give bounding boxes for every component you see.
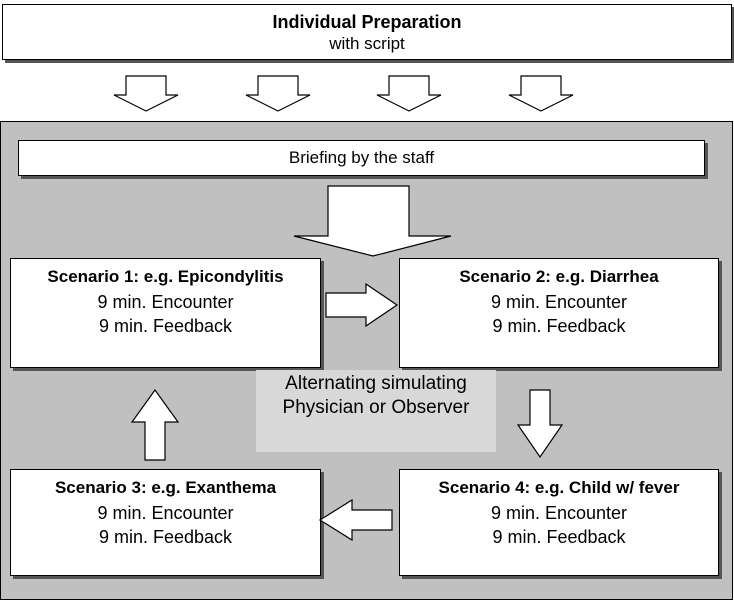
down-arrow-icon <box>508 75 574 112</box>
preparation-title: Individual Preparation <box>272 12 462 32</box>
down-arrow-icon <box>245 75 311 112</box>
scenario-4-encounter: 9 min. Encounter <box>490 503 628 523</box>
scenario-3-encounter: 9 min. Encounter <box>97 503 234 523</box>
up-arrow-icon <box>130 388 180 461</box>
left-arrow-icon <box>318 498 393 542</box>
scenario-1-box: Scenario 1: e.g. Epicondylitis 9 min. En… <box>10 258 321 368</box>
alternating-roles-note: Alternating simulating Physician or Obse… <box>256 370 496 452</box>
down-arrow-icon <box>113 75 179 112</box>
scenario-2-box: Scenario 2: e.g. Diarrhea 9 min. Encount… <box>399 258 719 368</box>
scenario-3-box: Scenario 3: e.g. Exanthema 9 min. Encoun… <box>10 469 321 576</box>
preparation-subtitle: with script <box>329 34 405 53</box>
scenario-4-feedback: 9 min. Feedback <box>492 527 626 547</box>
right-arrow-icon <box>325 282 399 328</box>
down-arrow-icon <box>376 75 442 112</box>
briefing-box: Briefing by the staff <box>18 140 705 176</box>
scenario-4-title: Scenario 4: e.g. Child w/ fever <box>438 478 680 497</box>
down-arrow-icon <box>516 389 564 459</box>
scenario-3-feedback: 9 min. Feedback <box>98 527 233 547</box>
scenario-1-encounter: 9 min. Encounter <box>97 292 234 312</box>
scenario-2-feedback: 9 min. Feedback <box>492 316 626 336</box>
scenario-4-box: Scenario 4: e.g. Child w/ fever 9 min. E… <box>399 469 719 576</box>
scenario-2-encounter: 9 min. Encounter <box>490 292 628 312</box>
briefing-down-arrow-icon <box>293 185 452 257</box>
alternating-note-line-1: Alternating simulating <box>285 373 467 394</box>
scenario-1-feedback: 9 min. Feedback <box>98 316 233 336</box>
individual-preparation-box: Individual Preparation with script <box>2 4 732 60</box>
scenario-1-title: Scenario 1: e.g. Epicondylitis <box>47 267 284 286</box>
scenario-3-title: Scenario 3: e.g. Exanthema <box>54 478 277 497</box>
scenario-2-title: Scenario 2: e.g. Diarrhea <box>459 267 659 286</box>
alternating-note-line-2: Physician or Observer <box>282 397 470 418</box>
